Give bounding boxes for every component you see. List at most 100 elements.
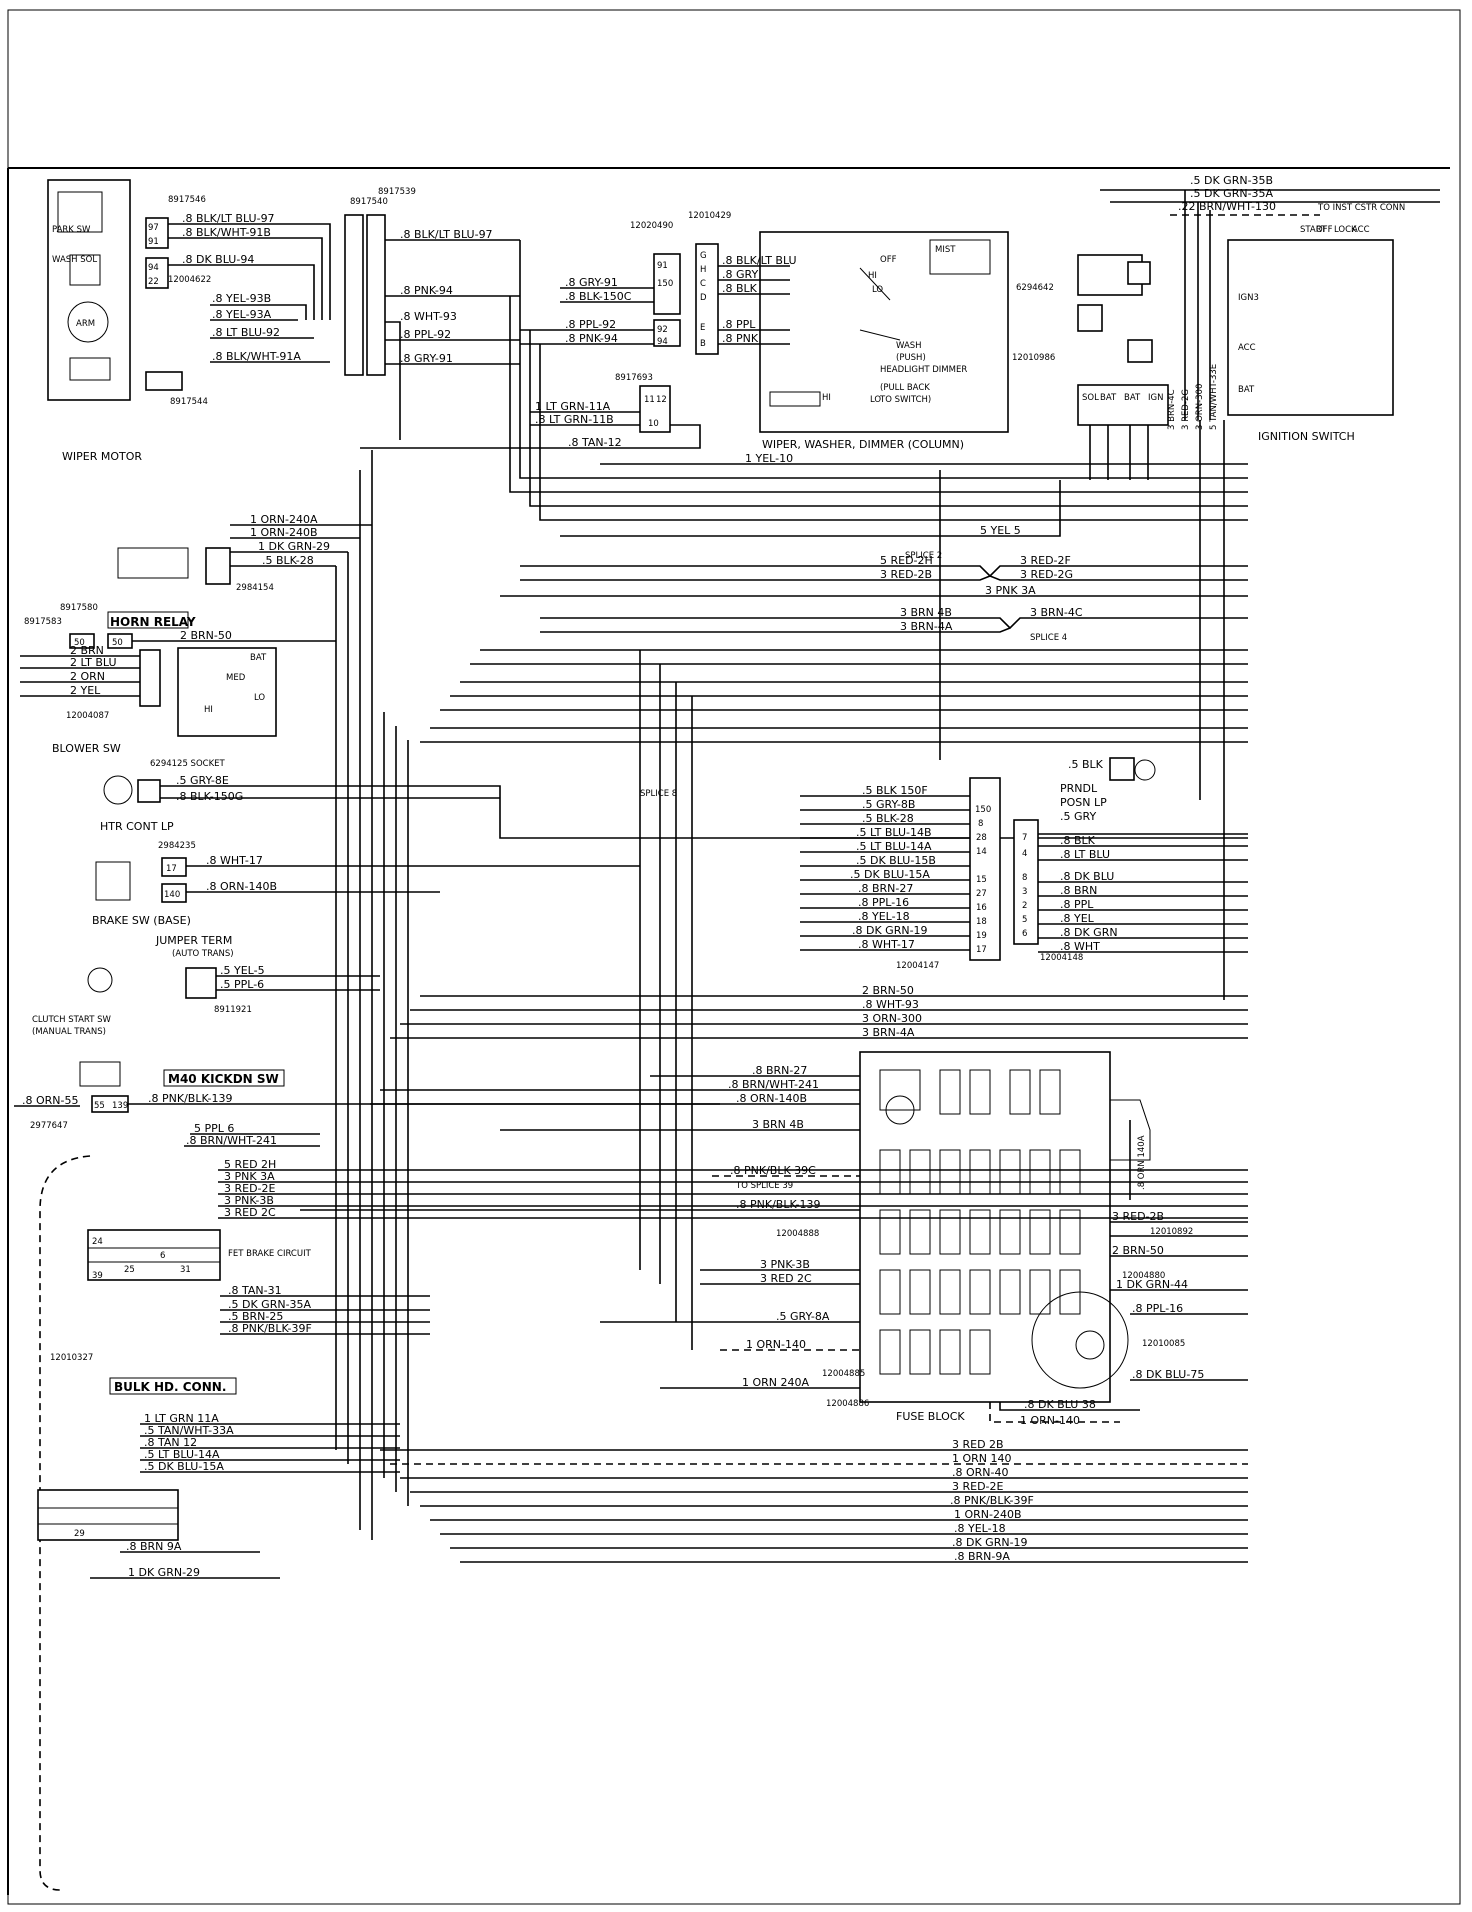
svg-text:BAT: BAT (250, 653, 267, 663)
svg-text:3: 3 (1022, 887, 1027, 897)
instrument-connectors: .5 BLK 150F .5 GRY-8B .5 BLK-28 .5 LT BL… (800, 757, 1248, 971)
svg-text:.8 WHT-93: .8 WHT-93 (400, 310, 457, 323)
svg-text:3 PNK-3B: 3 PNK-3B (760, 1258, 810, 1271)
svg-text:6: 6 (1022, 929, 1027, 939)
splice-wires: 5 YEL 5 SPLICE 2 5 RED-2H 3 RED-2B 3 RED… (420, 480, 1248, 743)
svg-text:14: 14 (976, 847, 987, 857)
svg-text:.8 PPL-92: .8 PPL-92 (565, 318, 616, 331)
svg-text:.8 ORN-140B: .8 ORN-140B (736, 1092, 807, 1105)
svg-text:17: 17 (976, 945, 987, 955)
svg-text:.8 BLK: .8 BLK (1060, 834, 1096, 847)
svg-text:.8 PPL-16: .8 PPL-16 (858, 896, 909, 909)
svg-text:(PUSH): (PUSH) (896, 353, 926, 363)
svg-text:2984235: 2984235 (158, 841, 196, 851)
svg-text:.8 YEL-93B: .8 YEL-93B (212, 292, 271, 305)
svg-text:6294642: 6294642 (1016, 283, 1054, 293)
svg-text:.5 GRY: .5 GRY (1060, 810, 1096, 823)
svg-text:HEADLIGHT DIMMER: HEADLIGHT DIMMER (880, 365, 967, 375)
svg-text:1 ORN 240A: 1 ORN 240A (742, 1376, 810, 1389)
svg-text:.8 TAN-12: .8 TAN-12 (568, 436, 622, 449)
svg-text:3 RED-2F: 3 RED-2F (1020, 554, 1071, 567)
fuse-block: 2 BRN-50 .8 WHT-93 3 ORN-300 3 BRN-4A .8… (300, 984, 1248, 1427)
svg-text:3 RED-2E: 3 RED-2E (224, 1182, 276, 1195)
svg-text:TO SWITCH): TO SWITCH) (879, 395, 931, 405)
svg-text:.5 BRN-25: .5 BRN-25 (228, 1310, 283, 1323)
svg-text:139: 139 (112, 1101, 128, 1111)
heater-control-lamp: 6294125 SOCKET .5 GRY-8E .8 BLK-150G HTR… (100, 759, 1248, 839)
svg-text:HI: HI (822, 393, 831, 403)
svg-text:OFF: OFF (880, 255, 897, 265)
svg-text:C: C (700, 279, 706, 289)
svg-text:1 LT GRN-11A: 1 LT GRN-11A (535, 400, 611, 413)
svg-text:H: H (700, 265, 706, 275)
svg-text:18: 18 (976, 917, 987, 927)
svg-text:.5 PPL-6: .5 PPL-6 (220, 978, 264, 991)
svg-text:.5 DK BLU-15A: .5 DK BLU-15A (144, 1460, 224, 1473)
svg-text:.8 PNK/BLK-139: .8 PNK/BLK-139 (148, 1092, 232, 1105)
svg-text:2 BRN-50: 2 BRN-50 (1112, 1244, 1164, 1257)
svg-text:.8 LT BLU: .8 LT BLU (1060, 848, 1110, 861)
svg-text:5 RED-2H: 5 RED-2H (880, 554, 933, 567)
svg-text:2 YEL: 2 YEL (70, 684, 101, 697)
svg-text:.8 GRY: .8 GRY (722, 268, 758, 281)
svg-text:8917583: 8917583 (24, 617, 62, 627)
bulkhead-connector-upper: 5 PPL 6 .8 BRN/WHT-241 5 RED 2H 3 PNK 3A… (39, 1122, 1248, 1891)
svg-text:3 RED-2B: 3 RED-2B (1112, 1210, 1164, 1223)
svg-text:3 RED-2G: 3 RED-2G (1020, 568, 1073, 581)
svg-text:27: 27 (976, 889, 987, 899)
svg-text:.8 BLK/LT BLU-97: .8 BLK/LT BLU-97 (400, 228, 493, 241)
svg-text:BAT: BAT (1124, 393, 1141, 403)
svg-text:.5 BLK: .5 BLK (1068, 758, 1104, 771)
svg-text:.5 DK GRN-35B: .5 DK GRN-35B (1190, 174, 1273, 187)
svg-text:.8 BRN-27: .8 BRN-27 (858, 882, 913, 895)
svg-text:91: 91 (657, 261, 668, 271)
svg-text:.5 BLK 150F: .5 BLK 150F (862, 784, 928, 797)
svg-text:.8 DK BLU-75: .8 DK BLU-75 (1132, 1368, 1204, 1381)
svg-text:2 BRN: 2 BRN (70, 644, 104, 657)
svg-text:HI: HI (868, 271, 877, 281)
svg-text:1 ORN-140: 1 ORN-140 (746, 1338, 806, 1351)
svg-text:3 BRN 4B: 3 BRN 4B (752, 1118, 804, 1131)
svg-text:.8 ORN-55: .8 ORN-55 (22, 1094, 79, 1107)
svg-text:3 ORN-300: 3 ORN-300 (1195, 384, 1205, 430)
svg-text:WASH SOL: WASH SOL (52, 255, 97, 265)
svg-text:8917580: 8917580 (60, 603, 98, 613)
svg-text:.8 DK GRN-19: .8 DK GRN-19 (952, 1536, 1028, 1549)
svg-text:SPLICE 2: SPLICE 2 (905, 551, 942, 561)
svg-text:START: START (1300, 225, 1327, 235)
svg-text:.5 LT BLU-14B: .5 LT BLU-14B (856, 826, 932, 839)
svg-text:PARK SW: PARK SW (52, 225, 91, 235)
bulk-hd-conn-label: BULK HD. CONN. (114, 1380, 226, 1394)
svg-text:.8 TAN-31: .8 TAN-31 (228, 1284, 282, 1297)
svg-text:5 YEL 5: 5 YEL 5 (980, 524, 1021, 537)
svg-text:2: 2 (1022, 901, 1027, 911)
svg-text:.8 PNK/BLK-39F: .8 PNK/BLK-39F (228, 1322, 312, 1335)
bulkhead-connector-lower: 1 LT GRN 11A .5 TAN/WHT-33A .8 TAN 12 .5… (37, 1412, 400, 1579)
svg-text:150: 150 (975, 805, 991, 815)
svg-text:.8 WHT-17: .8 WHT-17 (858, 938, 915, 951)
svg-text:12004886: 12004886 (826, 1399, 869, 1409)
blower-sw-label: BLOWER SW (52, 742, 121, 755)
svg-text:12004087: 12004087 (66, 711, 109, 721)
svg-text:.8 BLK/LT BLU-97: .8 BLK/LT BLU-97 (182, 212, 275, 225)
svg-text:39: 39 (92, 1271, 103, 1281)
svg-text:.5 LT BLU-14A: .5 LT BLU-14A (856, 840, 932, 853)
svg-text:.8 DK GRN: .8 DK GRN (1060, 926, 1118, 939)
svg-text:1 ORN-240B: 1 ORN-240B (954, 1508, 1022, 1521)
svg-text:.8 PNK/BLK-39F: .8 PNK/BLK-39F (950, 1494, 1034, 1507)
svg-text:3 RED-2B: 3 RED-2B (880, 568, 932, 581)
svg-text:TO INST CSTR CONN: TO INST CSTR CONN (1317, 203, 1405, 213)
svg-text:1 ORN-140: 1 ORN-140 (1020, 1414, 1080, 1427)
prndl-lamp-icon (1134, 759, 1156, 781)
wiper-washer-dimmer-label: WIPER, WASHER, DIMMER (COLUMN) (762, 438, 964, 451)
svg-text:.8 BRN-9A: .8 BRN-9A (954, 1550, 1010, 1563)
svg-text:.5 BLK-28: .5 BLK-28 (262, 554, 314, 567)
svg-text:.8 ORN-140B: .8 ORN-140B (206, 880, 277, 893)
flasher-icon (885, 1095, 915, 1125)
svg-text:2 LT BLU: 2 LT BLU (70, 656, 117, 669)
svg-text:ACC: ACC (1238, 343, 1256, 353)
svg-text:1 ORN 140: 1 ORN 140 (952, 1452, 1012, 1465)
brake-sw-label: BRAKE SW (BASE) (92, 914, 191, 927)
svg-text:OFF: OFF (1316, 225, 1333, 235)
